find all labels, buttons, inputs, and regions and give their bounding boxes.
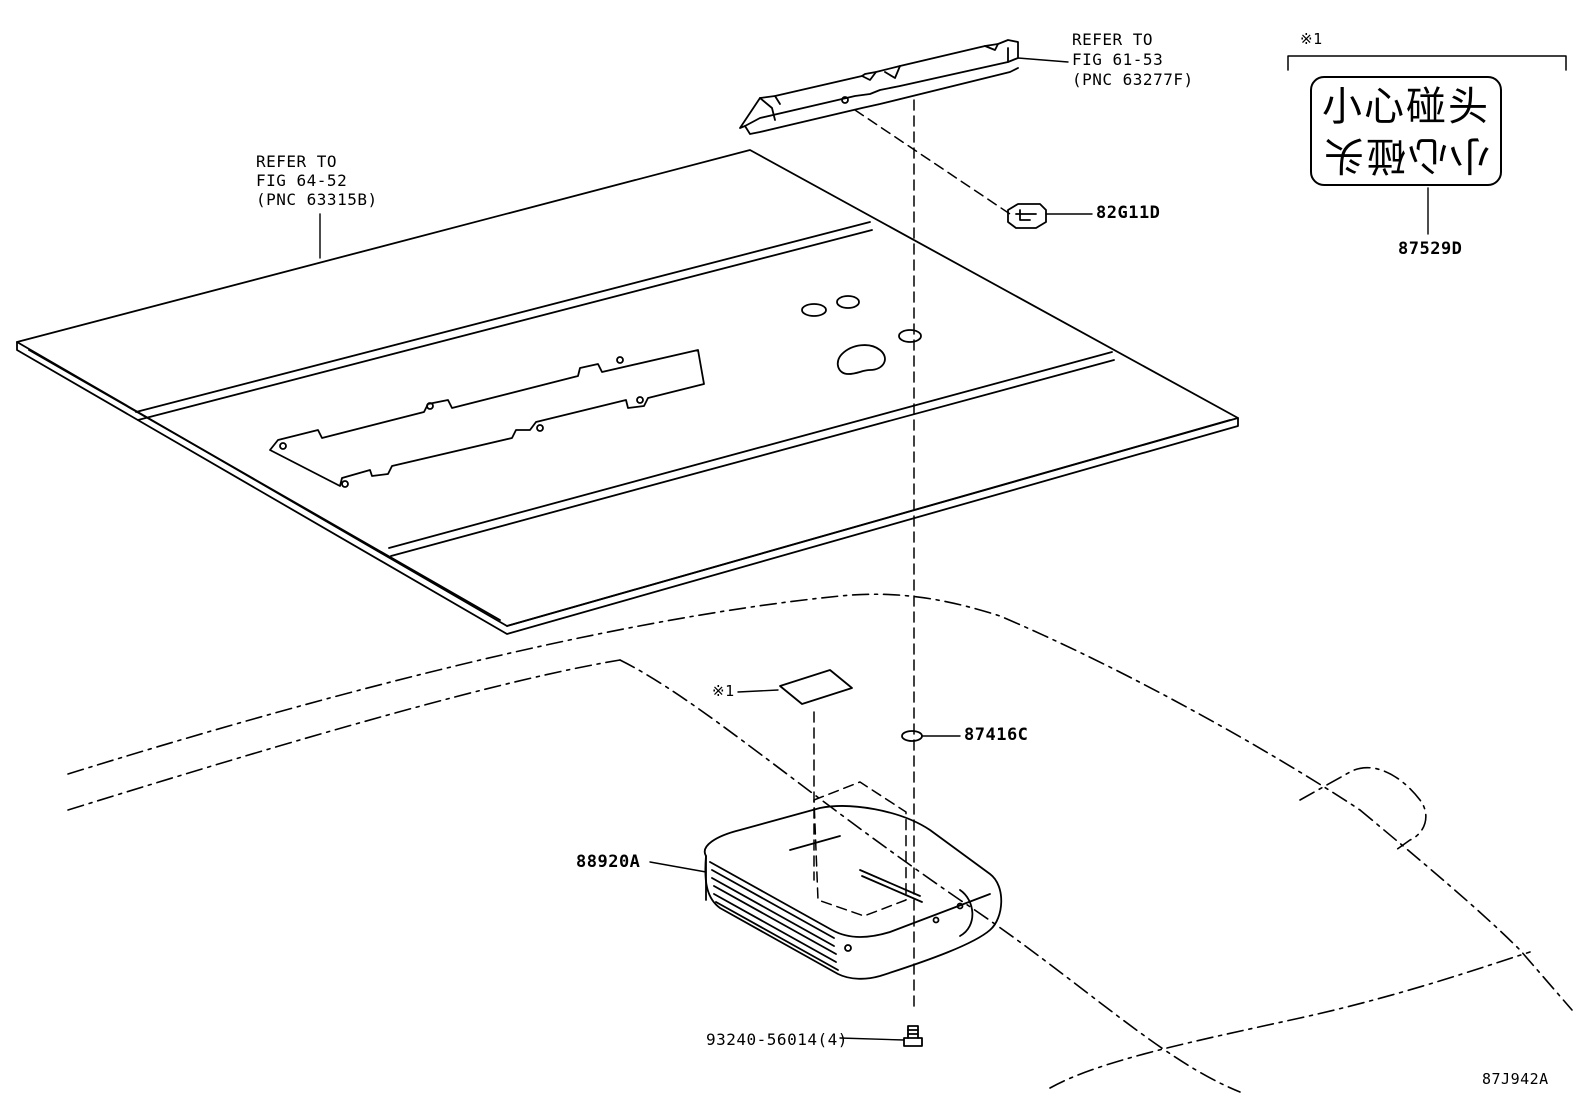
reinforcement-ref-line1: REFER TO — [1072, 30, 1154, 49]
display-unit-drawing — [703, 805, 1003, 980]
caution-label: 小心碰头 小心碰头 — [1310, 76, 1502, 186]
part-number-label[interactable]: 87529D — [1398, 239, 1463, 259]
part-number-spacer[interactable]: 87416C — [964, 725, 1029, 745]
diagram-id: 87J942A — [1482, 1070, 1549, 1088]
label-sheet-drawing — [779, 669, 853, 705]
caution-text-top: 小心碰头 — [1322, 84, 1490, 130]
callout-mark-top: ※1 — [1300, 30, 1323, 48]
spacer-drawing — [901, 730, 923, 742]
vehicle-roof-drawing — [67, 593, 1573, 1093]
roof-reinforcement-drawing — [739, 39, 1019, 135]
reinforcement-ref-line3: (PNC 63277F) — [1072, 70, 1194, 89]
part-number-screw[interactable]: 93240-56014(4) — [706, 1030, 848, 1049]
bracket-line — [1287, 55, 1567, 71]
clip-drawing — [1007, 203, 1047, 229]
headliner-ref-line1: REFER TO — [256, 152, 338, 171]
assembly-lines — [813, 99, 1011, 1011]
screw-drawing — [903, 1025, 923, 1047]
headliner-ref-line3: (PNC 63315B) — [256, 190, 378, 209]
part-number-display[interactable]: 88920A — [576, 852, 641, 872]
part-number-clip[interactable]: 82G11D — [1096, 203, 1161, 223]
headliner-drawing — [16, 149, 1239, 635]
leader-lines — [319, 57, 1429, 1041]
headliner-ref-line2: FIG 64-52 — [256, 171, 348, 190]
callout-mark-label: ※1 — [712, 682, 735, 700]
reinforcement-ref-line2: FIG 61-53 — [1072, 50, 1164, 69]
caution-text-bottom: 小心碰头 — [1322, 132, 1490, 178]
